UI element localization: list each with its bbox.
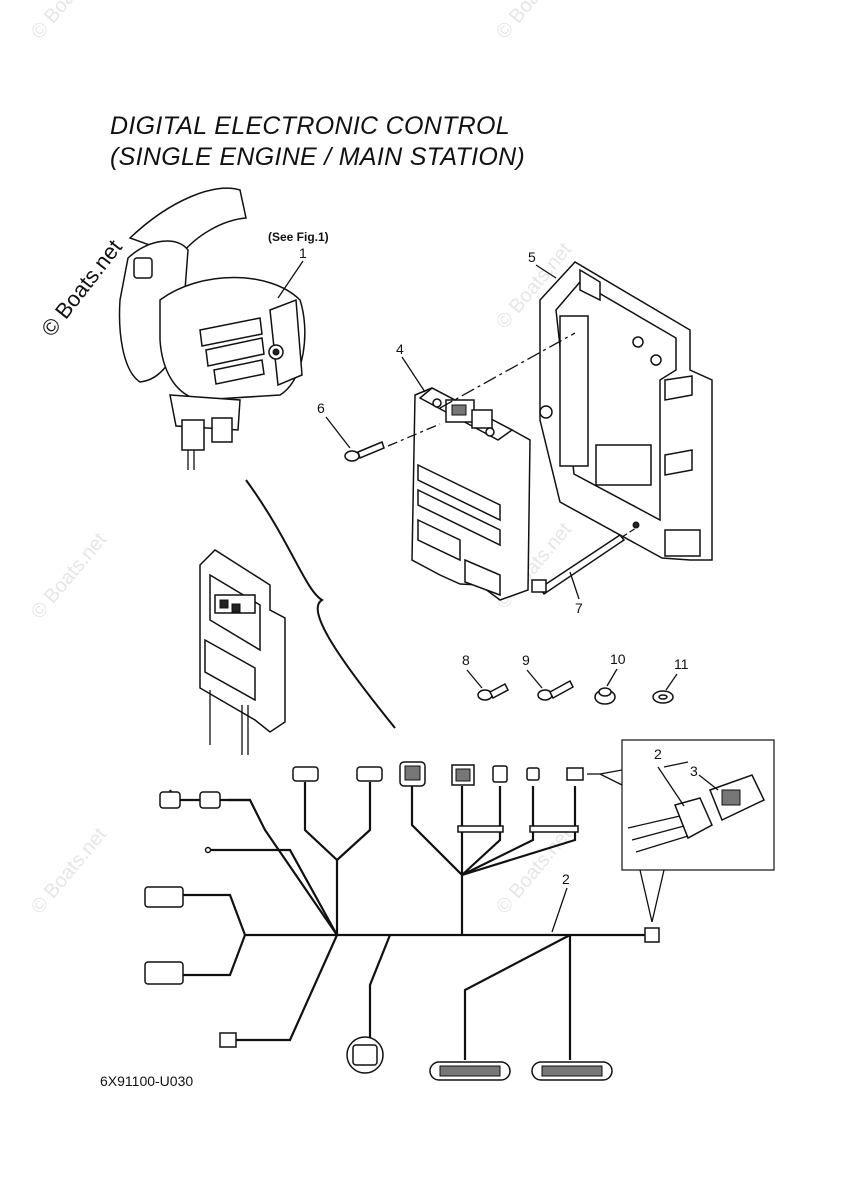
watermark-faint: © Boats.net <box>27 823 111 918</box>
watermark-faint: © Boats.net <box>492 0 576 43</box>
leader-1 <box>277 260 304 299</box>
leader-9 <box>526 669 543 689</box>
watermark-faint: © Boats.net <box>27 0 111 43</box>
part-number: 6X91100-U030 <box>100 1073 194 1089</box>
watermark-faint: © Boats.net <box>27 528 111 623</box>
screw-icon <box>344 423 441 462</box>
watermark-main: © Boats.net <box>36 235 127 341</box>
washer-11-icon <box>652 690 674 704</box>
connector-row-top <box>292 761 600 787</box>
callout-2-inset: 2 <box>654 746 662 762</box>
leader-10 <box>606 668 618 687</box>
alignment-line <box>439 332 576 409</box>
callout-1: 1 <box>299 245 307 261</box>
assembled-module-icon <box>199 549 286 755</box>
callout-9: 9 <box>522 652 530 668</box>
callout-7: 7 <box>575 600 583 616</box>
leader-8 <box>466 669 483 689</box>
diagram-title-line1: DIGITAL ELECTRONIC CONTROL <box>110 112 510 140</box>
cable-tie-icon <box>531 527 637 596</box>
connector-left-group <box>144 791 660 1048</box>
callout-8: 8 <box>462 652 470 668</box>
callout-4: 4 <box>396 341 404 357</box>
mounting-bracket-icon <box>539 261 713 561</box>
leader-2 <box>551 887 568 933</box>
leader-6 <box>325 416 351 449</box>
callout-5: 5 <box>528 249 536 265</box>
callout-11: 11 <box>674 656 689 672</box>
see-fig-note: (See Fig.1) <box>268 230 329 244</box>
throttle-lever-icon <box>118 187 306 470</box>
wire-harness-icon <box>169 782 645 1060</box>
nut-10-icon <box>594 687 616 705</box>
control-module-icon <box>411 387 531 601</box>
bolt-9-icon <box>537 679 574 701</box>
leader-4 <box>401 356 426 393</box>
leader-11 <box>665 673 678 691</box>
callout-2-harness: 2 <box>562 871 570 887</box>
connector-bottom-group <box>346 1036 613 1081</box>
leader-7 <box>569 571 580 600</box>
diagram-title-line2: (SINGLE ENGINE / MAIN STATION) <box>110 143 526 171</box>
callout-3: 3 <box>690 763 698 779</box>
leader-5 <box>535 264 557 279</box>
assembly-brace <box>245 479 396 729</box>
callout-10: 10 <box>610 651 626 667</box>
leader-3 <box>698 774 719 791</box>
callout-6: 6 <box>317 400 325 416</box>
connector-detail-inset <box>599 739 775 923</box>
bolt-8-icon <box>477 682 509 701</box>
